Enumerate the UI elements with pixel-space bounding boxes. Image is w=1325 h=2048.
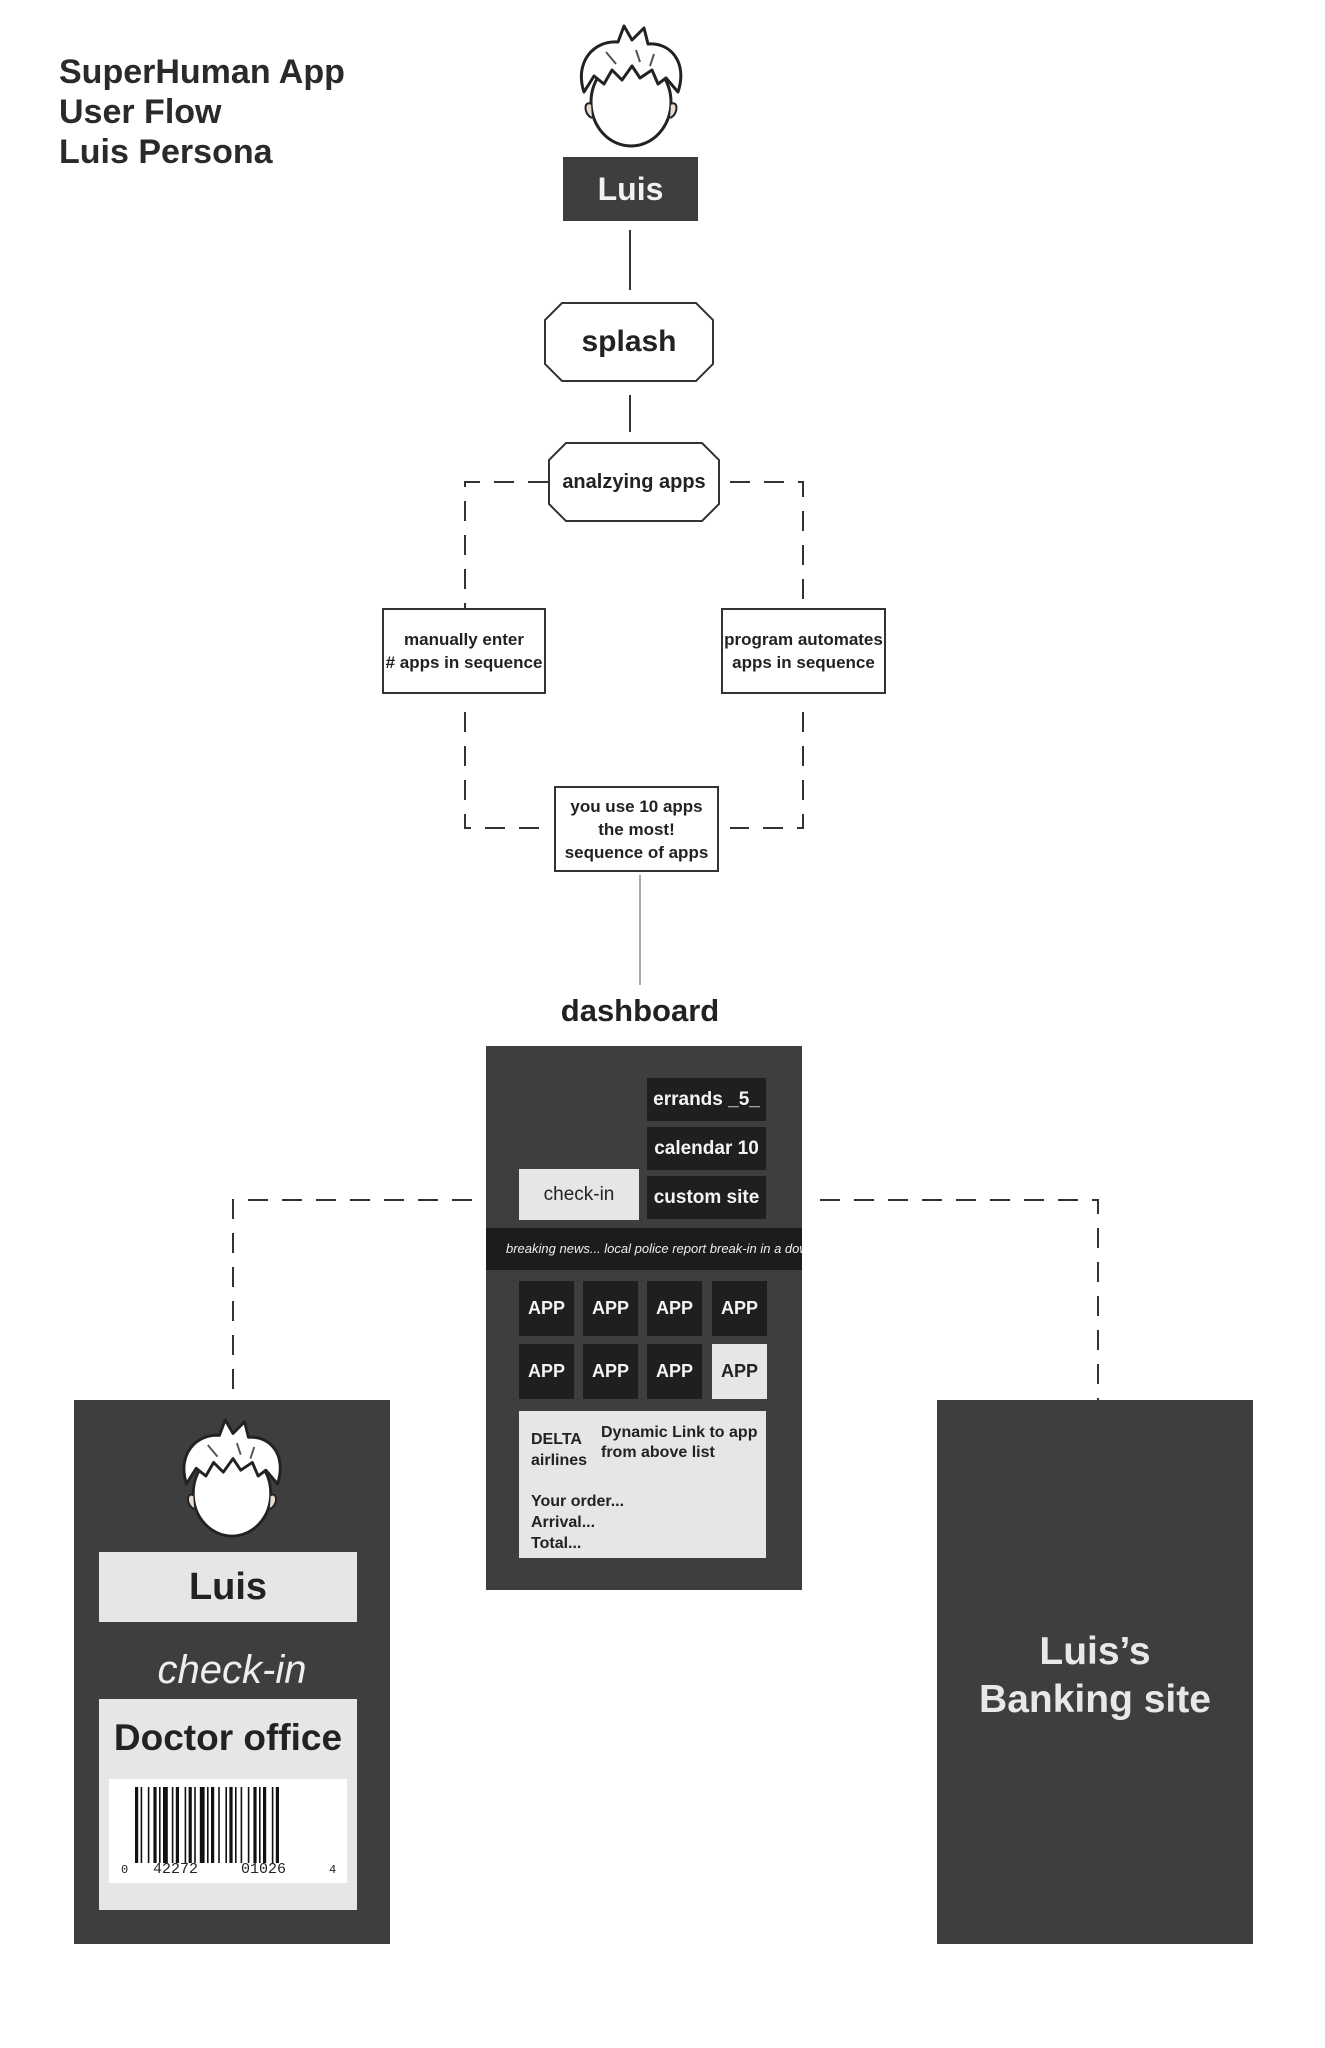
card-total: Total... xyxy=(531,1535,582,1552)
barcode-bar xyxy=(171,1787,174,1863)
barcode-bar xyxy=(188,1787,192,1863)
splash-node-outline xyxy=(544,302,714,382)
barcode-bar xyxy=(225,1787,227,1863)
analyzing-node: analzying apps xyxy=(548,442,720,522)
barcode-bar xyxy=(140,1787,143,1863)
app-sequence-result-node: you use 10 apps the most! sequence of ap… xyxy=(554,786,719,872)
barcode-bar xyxy=(275,1787,279,1863)
dashboard-to-banking-dash xyxy=(820,1199,1099,1400)
barcode-bar xyxy=(211,1787,215,1863)
barcode-bar xyxy=(259,1787,261,1863)
auto-to-result-dash xyxy=(730,712,804,829)
app-tile[interactable]: APP xyxy=(583,1344,638,1399)
custom-site-widget[interactable]: custom site xyxy=(647,1176,766,1219)
diagram-title: SuperHuman App User Flow Luis Persona xyxy=(59,52,345,172)
barcode-bar xyxy=(207,1787,209,1863)
result-line-1: you use 10 apps xyxy=(570,796,703,816)
barcode-digit-right: 4 xyxy=(329,1863,337,1877)
dashboard-screen: errands _5_ calendar 10 check-in custom … xyxy=(486,1046,802,1590)
barcode-bar xyxy=(271,1787,274,1863)
app-tile[interactable]: APP xyxy=(519,1344,574,1399)
program-automates-node: program automates apps in sequence xyxy=(721,608,886,694)
splash-label: splash xyxy=(581,325,677,358)
barcode-bar xyxy=(218,1787,220,1863)
banking-title-line-2: Banking site xyxy=(979,1678,1211,1721)
auto-line-1: program automates xyxy=(724,630,883,649)
calendar-widget[interactable]: calendar 10 xyxy=(647,1127,766,1170)
barcode-bar xyxy=(194,1787,196,1863)
dynamic-link-card[interactable]: DELTA airlines Dynamic Link to app from … xyxy=(519,1411,766,1558)
checkin-persona-name: Luis xyxy=(99,1552,357,1622)
manual-line-2: # apps in sequence xyxy=(385,653,543,672)
banking-title-line-1: Luis’s xyxy=(1039,1630,1151,1673)
checkin-screen: Luis check-in Doctor office 0 42272 0102… xyxy=(74,1400,390,1944)
app-tile[interactable]: APP xyxy=(583,1281,638,1336)
cartoon-head-icon xyxy=(579,24,683,148)
dashboard-to-checkin-dash xyxy=(232,1199,472,1400)
banking-screen: Luis’s Banking site xyxy=(937,1400,1253,1944)
auto-line-2: apps in sequence xyxy=(732,653,875,672)
analyzing-to-manual-dash xyxy=(464,481,548,608)
barcode-bar xyxy=(247,1787,250,1863)
card-order-details: Your order... Arrival... Total... xyxy=(531,1491,624,1554)
barcode-digit-left: 0 xyxy=(121,1863,129,1877)
result-line-3: sequence of apps xyxy=(564,842,709,862)
banking-title: Luis’s Banking site xyxy=(937,1628,1253,1724)
title-line-3: Luis Persona xyxy=(59,133,273,171)
barcode-bar xyxy=(235,1787,237,1863)
dashboard-label: dashboard xyxy=(560,993,720,1028)
barcode-digits-a: 42272 xyxy=(153,1861,199,1878)
manual-to-result-dash xyxy=(464,712,545,829)
app-tile[interactable]: APP xyxy=(647,1281,702,1336)
analyzing-label: analzying apps xyxy=(562,470,706,493)
barcode-bar xyxy=(240,1787,243,1863)
splash-node: splash xyxy=(544,302,714,382)
manual-line-1: manually enter xyxy=(404,630,524,649)
barcode-panel: 0 42272 01026 4 xyxy=(109,1779,347,1883)
app-tile[interactable]: APP xyxy=(712,1281,767,1336)
barcode-bar xyxy=(163,1787,168,1863)
title-line-2: User Flow xyxy=(59,93,222,131)
barcode-bar xyxy=(253,1787,257,1863)
card-arrival: Arrival... xyxy=(531,1514,596,1531)
barcode-bar xyxy=(184,1787,187,1863)
barcode-bar xyxy=(153,1787,157,1863)
barcode-bar xyxy=(147,1787,150,1863)
checkin-place: Doctor office xyxy=(113,1717,343,1758)
analyzing-to-auto-dash xyxy=(730,481,804,608)
analyzing-node-outline xyxy=(548,442,720,522)
checkin-button[interactable]: check-in xyxy=(519,1169,639,1220)
barcode-bar xyxy=(159,1787,161,1863)
checkin-heading: check-in xyxy=(157,1648,307,1692)
errands-widget[interactable]: errands _5_ xyxy=(647,1078,766,1121)
checkin-ticket: Doctor office 0 42272 01026 4 xyxy=(99,1699,357,1910)
persona-name-box: Luis xyxy=(563,157,698,221)
barcode-bar xyxy=(135,1787,139,1863)
card-brand-line-1: DELTA xyxy=(531,1431,582,1448)
card-order: Your order... xyxy=(531,1493,625,1510)
cartoon-head-icon xyxy=(182,1418,282,1538)
card-link-line-2: from above list xyxy=(601,1444,715,1461)
card-brand: DELTA airlines xyxy=(531,1429,587,1471)
card-link-note: Dynamic Link to app from above list xyxy=(601,1423,757,1463)
app-tile[interactable]: APP xyxy=(647,1344,702,1399)
card-link-line-1: Dynamic Link to app xyxy=(601,1424,758,1441)
app-tile[interactable]: APP xyxy=(712,1344,767,1399)
barcode-bar xyxy=(199,1787,205,1863)
barcode-icon xyxy=(135,1787,279,1863)
barcode-digits-b: 01026 xyxy=(241,1861,287,1878)
barcode-bar xyxy=(263,1787,267,1863)
news-ticker[interactable]: breaking news... local police report bre… xyxy=(486,1228,802,1270)
manual-enter-node: manually enter # apps in sequence xyxy=(382,608,546,694)
barcode-bar xyxy=(175,1787,179,1863)
card-brand-line-2: airlines xyxy=(531,1452,588,1469)
barcode-bar xyxy=(229,1787,233,1863)
app-tile[interactable]: APP xyxy=(519,1281,574,1336)
result-line-2: the most! xyxy=(598,819,675,839)
title-line-1: SuperHuman App xyxy=(59,53,345,91)
